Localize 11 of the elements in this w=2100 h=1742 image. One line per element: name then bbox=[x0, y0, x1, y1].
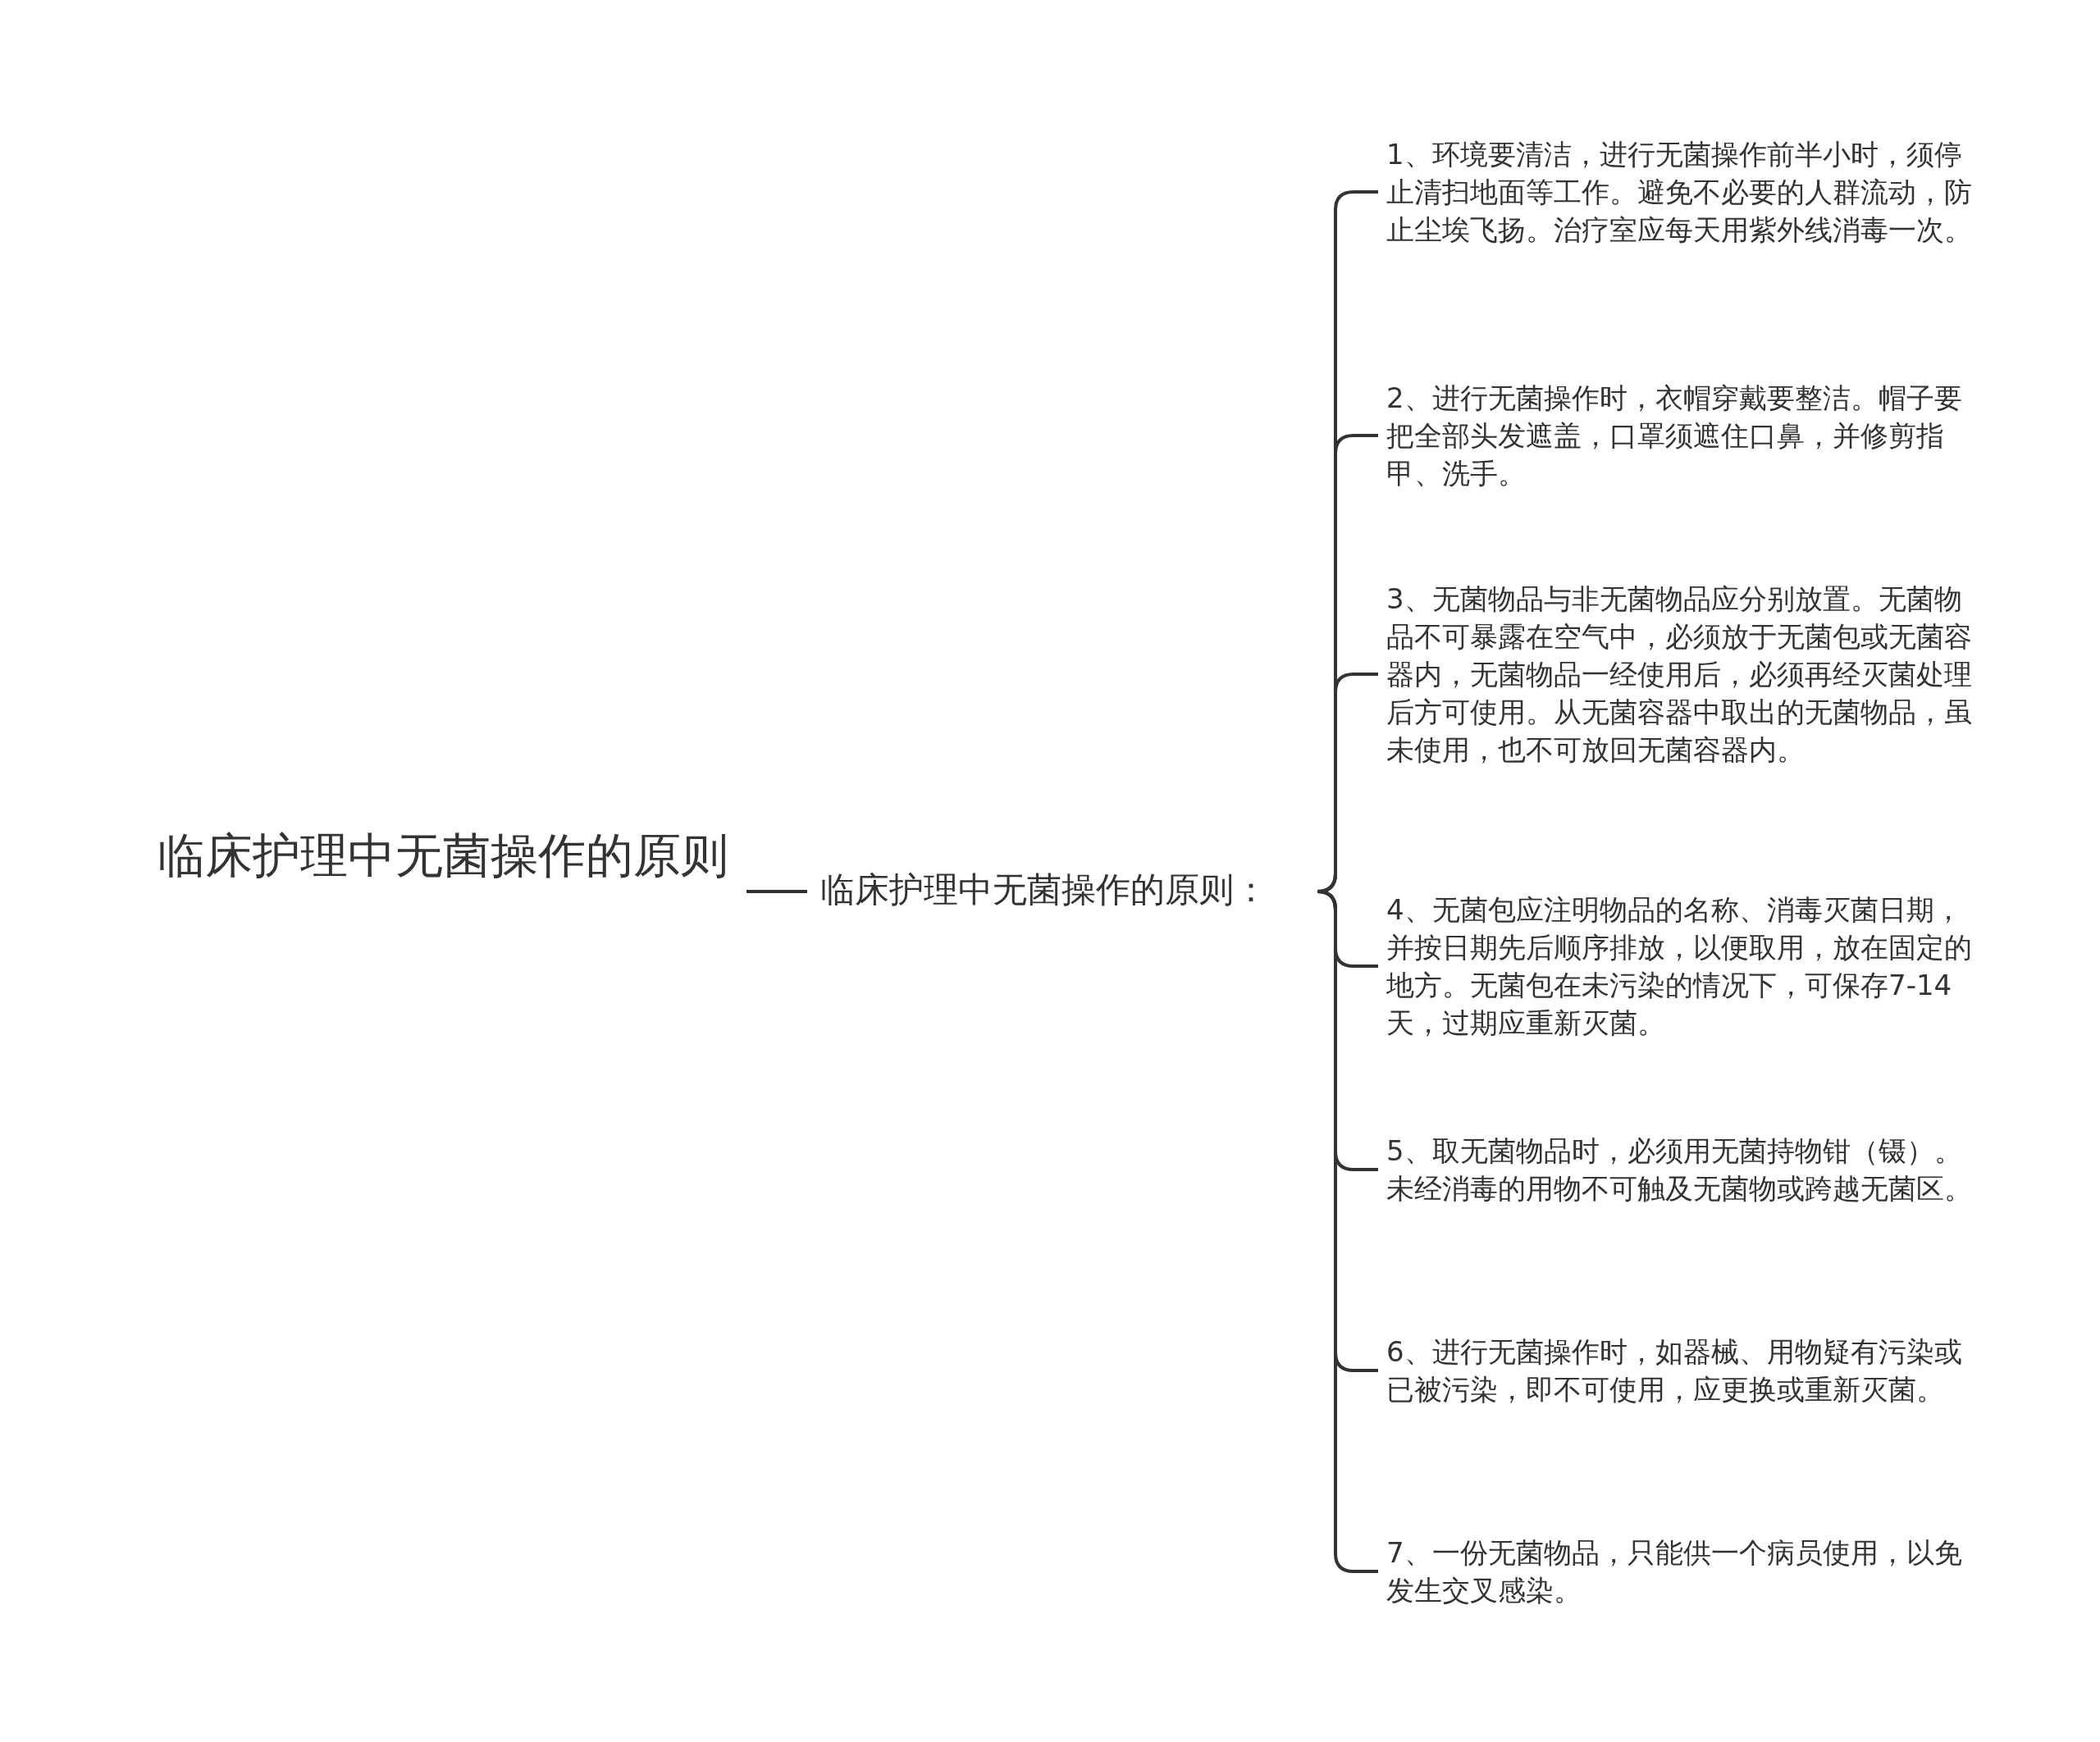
topic-text: 2、进行无菌操作时，衣帽穿戴要整洁。帽子要把全部头发遮盖，口罩须遮住口鼻，并修剪指甲、洗手。 bbox=[1386, 381, 1963, 491]
subtopic: 临床护理中无菌操作的原则： bbox=[820, 869, 1269, 911]
topic-text: 3、无菌物品与非无菌物品应分别放置。无菌物品不可暴露在空气中，必须放于无菌包或无菌容器内，无菌物品一经使用后，必须再经灭菌处理后方可使用。从无菌容器中取出的无菌物品，虽未使用，也不可放回无菌容器内。 bbox=[1386, 581, 1973, 768]
topic-text: 1、环境要清洁，进行无菌操作前半小时，须停止清扫地面等工作。避免不必要的人群流动，防止尘埃飞扬。治疗室应每天用紫外线消毒一次。 bbox=[1386, 137, 1973, 248]
topic-text: 4、无菌包应注明物品的名称、消毒灭菌日期，并按日期先后顺序排放，以便取用，放在固定的地方。无菌包在未污染的情况下，可保存7-14天，过期应重新灭菌。 bbox=[1386, 892, 1973, 1041]
connector-line bbox=[746, 890, 807, 893]
topic-text: 6、进行无菌操作时，如器械、用物疑有污染或已被污染，即不可使用，应更换或重新灭菌。 bbox=[1386, 1334, 1963, 1407]
topic-text: 7、一份无菌物品，只能供一个病员使用，以免发生交叉感染。 bbox=[1386, 1535, 1963, 1608]
central-topic: 临床护理中无菌操作的原则 bbox=[157, 827, 729, 885]
connector-line bbox=[1316, 890, 1378, 1573]
topic-text: 5、取无菌物品时，必须用无菌持物钳（镊）。未经消毒的用物不可触及无菌物或跨越无菌区。 bbox=[1386, 1133, 1973, 1206]
